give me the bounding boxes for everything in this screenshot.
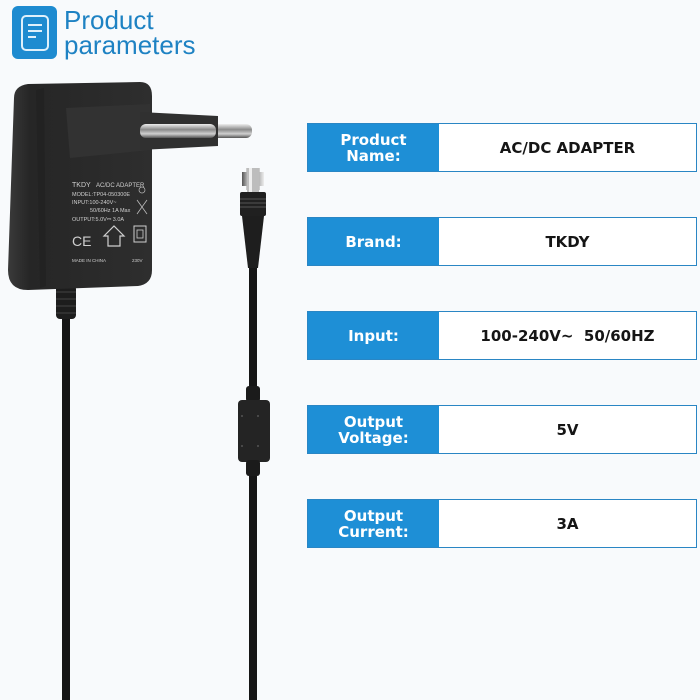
double-insulation-icon bbox=[133, 225, 147, 243]
header: Product parameters bbox=[12, 6, 196, 59]
spec-row-output-current: Output Current: 3A bbox=[307, 499, 697, 548]
ce-mark: CE bbox=[72, 233, 91, 249]
ferrite-core bbox=[238, 386, 270, 476]
label-input: INPUT:100-240V~ bbox=[72, 200, 116, 206]
title-line-2: parameters bbox=[64, 30, 196, 60]
document-list-icon bbox=[12, 6, 57, 59]
adapter-illustration: TKDY AC/DC ADAPTER MODEL:TP04-050300E IN… bbox=[8, 82, 270, 700]
spec-label: Brand: bbox=[308, 218, 439, 265]
spec-row-product-name: Product Name: AC/DC ADAPTER bbox=[307, 123, 697, 172]
page-title: Product parameters bbox=[64, 5, 196, 60]
spec-value: TKDY bbox=[545, 232, 590, 251]
label-brand: TKDY bbox=[72, 182, 91, 189]
weee-bin-icon bbox=[136, 199, 148, 215]
spec-row-brand: Brand: TKDY bbox=[307, 217, 697, 266]
label-rating: 230V bbox=[132, 258, 143, 263]
label-output: OUTPUT:5.0V⎓ 3.0A bbox=[72, 217, 124, 223]
spec-value: AC/DC ADAPTER bbox=[499, 138, 636, 157]
spec-value: 3A bbox=[556, 514, 579, 533]
spec-value: 5V bbox=[556, 420, 579, 439]
adapter-label: TKDY AC/DC ADAPTER MODEL:TP04-050300E IN… bbox=[72, 182, 145, 263]
spec-row-output-voltage: Output Voltage: 5V bbox=[307, 405, 697, 454]
spec-label: Output Voltage: bbox=[308, 406, 439, 453]
indoor-use-icon bbox=[102, 225, 126, 247]
label-type: AC/DC ADAPTER bbox=[96, 183, 145, 189]
strain-relief bbox=[56, 285, 76, 319]
spec-row-input: Input: 100-240V~ 50/60HZ bbox=[307, 311, 697, 360]
left-cable bbox=[62, 300, 70, 700]
label-origin: MADE IN CHINA bbox=[72, 258, 106, 263]
spec-label: Input: bbox=[308, 312, 439, 359]
spec-label: Product Name: bbox=[308, 124, 439, 171]
label-input-2: 50/60Hz 1A Max bbox=[90, 208, 131, 214]
dc-plug bbox=[240, 168, 266, 268]
label-model: MODEL:TP04-050300E bbox=[72, 192, 130, 198]
spec-label: Output Current: bbox=[308, 500, 439, 547]
spec-value: 100-240V~ 50/60HZ bbox=[480, 326, 655, 345]
title-line-1: Product bbox=[64, 5, 154, 35]
right-cable bbox=[249, 265, 257, 700]
efficiency-icon bbox=[138, 186, 146, 194]
